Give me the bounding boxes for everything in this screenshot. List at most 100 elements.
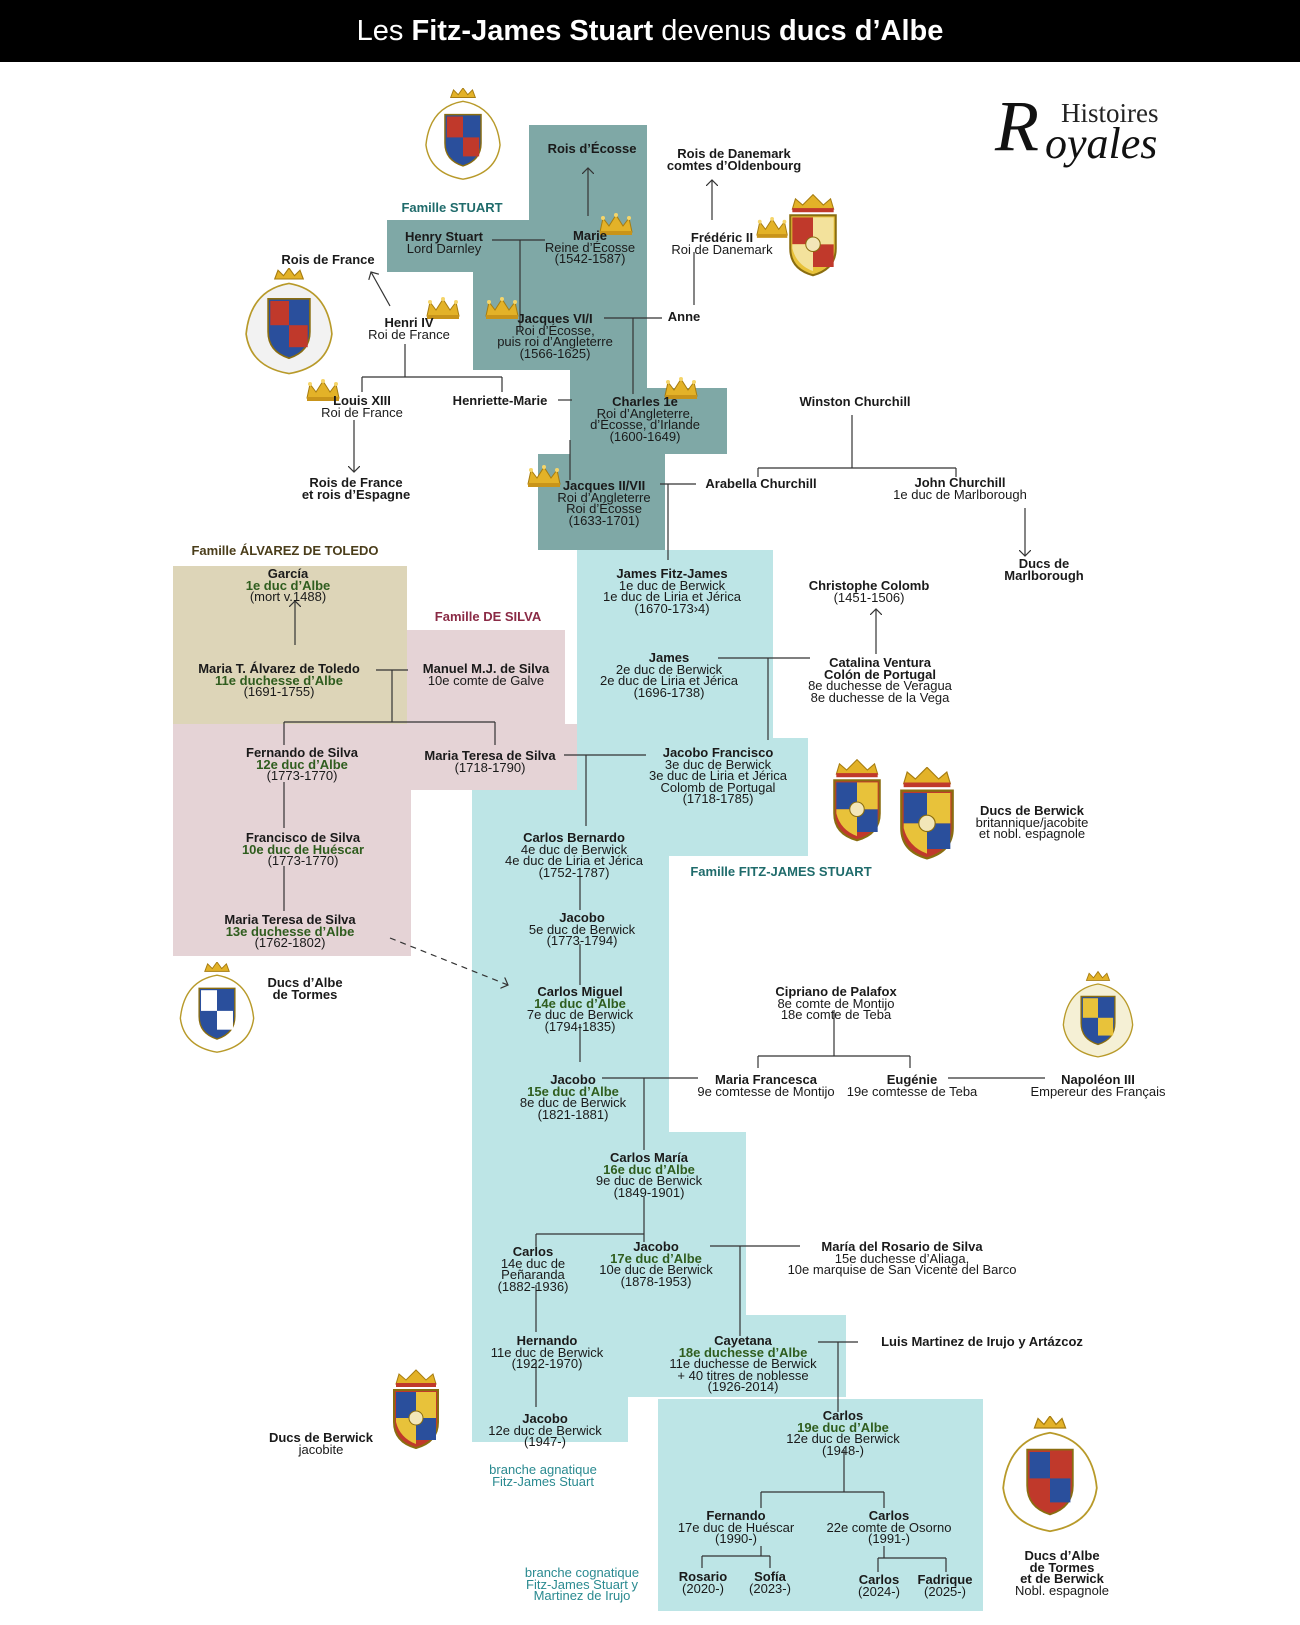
person-luis-martinez-irujo: Luis Martinez de Irujo y Artázcoz bbox=[881, 1334, 1083, 1349]
family-label-stuart: Famille STUART bbox=[401, 200, 503, 215]
region-alvarez bbox=[173, 566, 407, 724]
crown-icon bbox=[485, 297, 519, 319]
title-part-1: Les bbox=[356, 14, 412, 47]
crown-icon bbox=[426, 297, 460, 319]
person-henriette-marie: Henriette-Marie bbox=[452, 393, 548, 408]
crown-icon bbox=[599, 213, 633, 235]
person-rois-de-france: Rois de France bbox=[281, 252, 375, 267]
person-christophe-colomb: Christophe Colomb(1451-1506) bbox=[808, 578, 930, 605]
title-bar: Les Fitz-James Stuart devenus ducs d’Alb… bbox=[0, 0, 1300, 62]
histoires-royales-logo: R Histoires oyales bbox=[995, 88, 1175, 173]
coat-of-arms-icon bbox=[245, 268, 333, 375]
person-winston-churchill: Winston Churchill bbox=[799, 394, 911, 409]
logo-initial: R bbox=[995, 86, 1039, 166]
crown-icon bbox=[527, 465, 561, 487]
crown-icon bbox=[756, 216, 788, 238]
region-fitzjames-1 bbox=[577, 550, 773, 740]
person-rois-ecosse: Rois d’Écosse bbox=[547, 141, 637, 156]
region-silva-2 bbox=[173, 724, 577, 790]
region-fitzjames-6 bbox=[628, 1315, 846, 1397]
title-part-2: Fitz-James Stuart bbox=[411, 14, 654, 47]
region-fitzjames-3 bbox=[472, 854, 669, 1134]
family-label-silva: Famille DE SILVA bbox=[434, 609, 542, 624]
coat-of-arms-icon bbox=[789, 193, 837, 277]
coat-of-arms-icon bbox=[1062, 970, 1134, 1058]
person-sofia: Sofía(2023-) bbox=[749, 1569, 791, 1596]
coat-of-arms-icon bbox=[1002, 1416, 1098, 1533]
logo-line-1: Histoires bbox=[1061, 98, 1159, 128]
region-silva-3 bbox=[173, 790, 411, 956]
region-fitzjames-7 bbox=[658, 1399, 983, 1611]
region-stuart-4 bbox=[570, 368, 647, 388]
coat-of-arms-icon bbox=[425, 88, 501, 180]
person-arabella-churchill: Arabella Churchill bbox=[705, 476, 817, 491]
region-stuart-6 bbox=[538, 454, 665, 550]
family-label-alvarez: Famille ÁLVAREZ DE TOLEDO bbox=[191, 543, 379, 558]
person-maria-teresa-silva-1718: Maria Teresa de Silva(1718-1790) bbox=[424, 748, 556, 775]
region-fitzjames-4 bbox=[472, 1132, 746, 1322]
person-carlos-2024: Carlos(2024-) bbox=[858, 1572, 900, 1599]
crown-icon bbox=[664, 377, 698, 399]
title-part-3: devenus bbox=[653, 14, 779, 47]
family-label-fitzjames: Famille FITZ-JAMES STUART bbox=[690, 864, 872, 879]
region-silva-1 bbox=[407, 630, 565, 724]
title-part-4: ducs d’Albe bbox=[778, 14, 944, 47]
coat-of-arms-icon bbox=[833, 758, 881, 842]
person-anne: Anne bbox=[667, 309, 701, 324]
crown-icon bbox=[306, 379, 340, 401]
logo-line-2: oyales bbox=[1045, 119, 1158, 168]
coat-of-arms-icon bbox=[393, 1369, 439, 1450]
region-fitzjames-5 bbox=[472, 1320, 628, 1442]
person-fadrique: Fadrique(2025-) bbox=[917, 1572, 973, 1599]
region-stuart-3 bbox=[473, 270, 647, 370]
person-rosario: Rosario(2020-) bbox=[678, 1569, 728, 1596]
region-stuart-5 bbox=[570, 388, 727, 454]
